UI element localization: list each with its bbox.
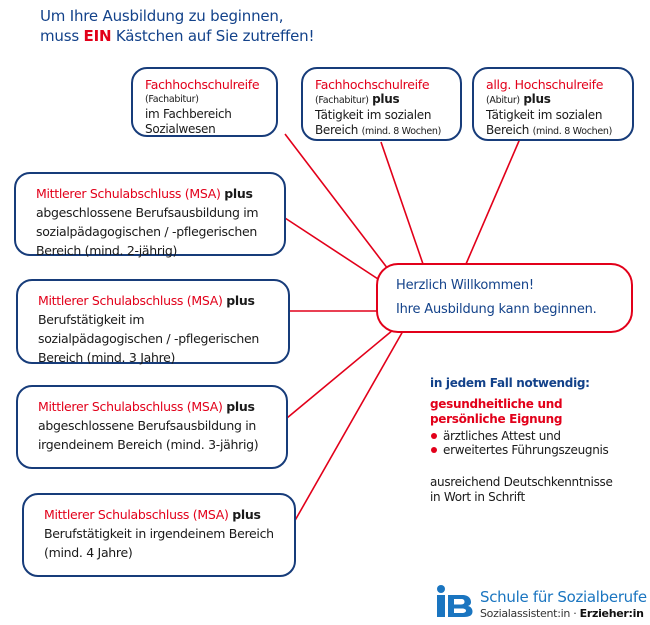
criteria-text: Sozialwesen xyxy=(145,122,216,136)
criteria-line: Bereich (mind. 8 Wochen) xyxy=(315,123,452,139)
connector-top-1 xyxy=(284,133,389,270)
bullet-icon xyxy=(431,447,437,453)
criteria-subtitle: (Fachabitur) xyxy=(315,95,369,106)
bullet-icon xyxy=(431,433,437,439)
heading-line-2: muss EIN Kästchen auf Sie zutreffen! xyxy=(40,26,314,46)
criteria-note: (mind. 8 Wochen) xyxy=(361,126,442,137)
criteria-line: (mind. 4 Jahre) xyxy=(44,545,133,560)
criteria-title: Mittlerer Schulabschluss (MSA) xyxy=(38,293,223,308)
plus-label: plus xyxy=(372,92,400,106)
criteria-box-msa-ausbildung-irgendein: Mittlerer Schulabschluss (MSA) plus abge… xyxy=(16,385,288,469)
criteria-line: Bereich (mind. 8 Wochen) xyxy=(486,123,624,139)
logo-title: Schule für Sozialberufe xyxy=(480,588,647,606)
criteria-box-fachhochschulreife-sozialwesen: Fachhochschulreife (Fachabitur) im Fachb… xyxy=(131,67,278,137)
criteria-line: sozialpädagogischen / -pflegerischen xyxy=(36,224,257,239)
heading-line-1: Um Ihre Ausbildung zu beginnen, xyxy=(40,7,284,25)
criteria-title: Mittlerer Schulabschluss (MSA) xyxy=(44,507,229,522)
criteria-box-hochschulreife-plus: allg. Hochschulreife (Abitur) plus Tätig… xyxy=(472,67,634,141)
criteria-line: abgeschlossene Berufsausbildung im xyxy=(36,205,259,220)
ib-logo-icon xyxy=(437,585,473,617)
criteria-title-row: Mittlerer Schulabschluss (MSA) plus xyxy=(38,291,278,310)
plus-label: plus xyxy=(226,293,255,308)
criteria-box-msa-berufstaetigkeit-sozial: Mittlerer Schulabschluss (MSA) plus Beru… xyxy=(16,279,290,365)
connector-left-3 xyxy=(286,329,394,419)
criteria-line: abgeschlossene Berufsausbildung in xyxy=(38,418,257,433)
criteria-title: Mittlerer Schulabschluss (MSA) xyxy=(36,186,221,201)
criteria-line: Tätigkeit im sozialen xyxy=(315,108,432,122)
criteria-line: Bereich (mind. 2-jährig) xyxy=(36,243,178,258)
criteria-line: Berufstätigkeit in irgendeinem Bereich xyxy=(44,526,274,541)
plus-label: plus xyxy=(226,399,255,414)
criteria-line: Bereich (mind. 3 Jahre) xyxy=(38,350,176,365)
criteria-line: im Fachbereich xyxy=(145,107,232,121)
connector-left-1 xyxy=(284,217,379,280)
heading: Um Ihre Ausbildung zu beginnen, muss EIN… xyxy=(40,6,314,46)
logo-subtitle-bold: Erzieher:in xyxy=(579,607,644,620)
criteria-text: Bereich xyxy=(315,123,362,137)
list-item: erweitertes Führungszeugnis xyxy=(430,443,645,457)
language-line: ausreichend Deutschkenntnisse xyxy=(430,475,613,489)
requirement-line: gesundheitliche und xyxy=(430,397,563,411)
list-item-text: erweitertes Führungszeugnis xyxy=(443,443,609,457)
logo-subtitle: Sozialassistent:in · Erzieher:in xyxy=(480,607,644,620)
criteria-title-row: Mittlerer Schulabschluss (MSA) plus xyxy=(38,397,276,416)
logo-subtitle-text: Sozialassistent:in · xyxy=(480,607,580,620)
criteria-box-fachhochschulreife-plus: Fachhochschulreife (Fachabitur) plus Tät… xyxy=(301,67,462,141)
heading-text: muss xyxy=(40,27,84,45)
criteria-text: Bereich xyxy=(486,123,533,137)
criteria-title-row: Mittlerer Schulabschluss (MSA) plus xyxy=(44,505,284,524)
criteria-note: (mind. 8 Wochen) xyxy=(532,126,613,137)
criteria-line: irgendeinem Bereich (mind. 3-jährig) xyxy=(38,437,259,452)
list-item-text: ärztliches Attest und xyxy=(443,429,561,443)
plus-label: plus xyxy=(232,507,261,522)
criteria-title: Fachhochschulreife xyxy=(315,77,430,92)
requirement-list: ärztliches Attest und erweitertes Führun… xyxy=(430,429,645,457)
criteria-title: allg. Hochschulreife xyxy=(486,77,604,92)
plus-label: plus xyxy=(224,186,253,201)
criteria-title: Mittlerer Schulabschluss (MSA) xyxy=(38,399,223,414)
criteria-subtitle: (Abitur) xyxy=(486,95,520,106)
criteria-subtitle-row: (Abitur) plus xyxy=(486,92,624,108)
criteria-line: Sozialwesen xyxy=(145,122,268,137)
welcome-box: Herzlich Willkommen! Ihre Ausbildung kan… xyxy=(376,263,633,333)
list-item: ärztliches Attest und xyxy=(430,429,645,443)
connector-left-4 xyxy=(292,330,404,525)
plus-label: plus xyxy=(523,92,551,106)
criteria-title-row: Mittlerer Schulabschluss (MSA) plus xyxy=(36,184,274,203)
heading-text: Kästchen auf Sie zutreffen! xyxy=(111,27,315,45)
welcome-line-1: Herzlich Willkommen! xyxy=(396,278,534,293)
welcome-line-2: Ihre Ausbildung kann beginnen. xyxy=(396,302,597,317)
criteria-line: Berufstätigkeit im xyxy=(38,312,145,327)
language-line: in Wort in Schrift xyxy=(430,490,525,504)
requirement-line: persönliche Eignung xyxy=(430,412,563,426)
criteria-subtitle-row: (Fachabitur) plus xyxy=(315,92,452,108)
connector-top-3 xyxy=(465,133,523,265)
heading-emphasis: EIN xyxy=(83,27,112,45)
language-requirement: ausreichend Deutschkenntnisse in Wort in… xyxy=(430,475,645,505)
criteria-box-msa-berufstaetigkeit-irgendein: Mittlerer Schulabschluss (MSA) plus Beru… xyxy=(22,493,296,577)
notes-title: in jedem Fall notwendig: xyxy=(430,376,590,390)
criteria-subtitle: (Fachabitur) xyxy=(145,94,199,105)
criteria-box-msa-ausbildung-sozial: Mittlerer Schulabschluss (MSA) plus abge… xyxy=(14,172,286,258)
criteria-line: Tätigkeit im sozialen xyxy=(486,108,603,122)
criteria-line: sozialpädagogischen / -pflegerischen xyxy=(38,331,259,346)
criteria-title: Fachhochschulreife xyxy=(145,77,260,92)
connector-top-2 xyxy=(380,141,424,265)
requirements-notes: in jedem Fall notwendig: gesundheitliche… xyxy=(430,375,645,505)
